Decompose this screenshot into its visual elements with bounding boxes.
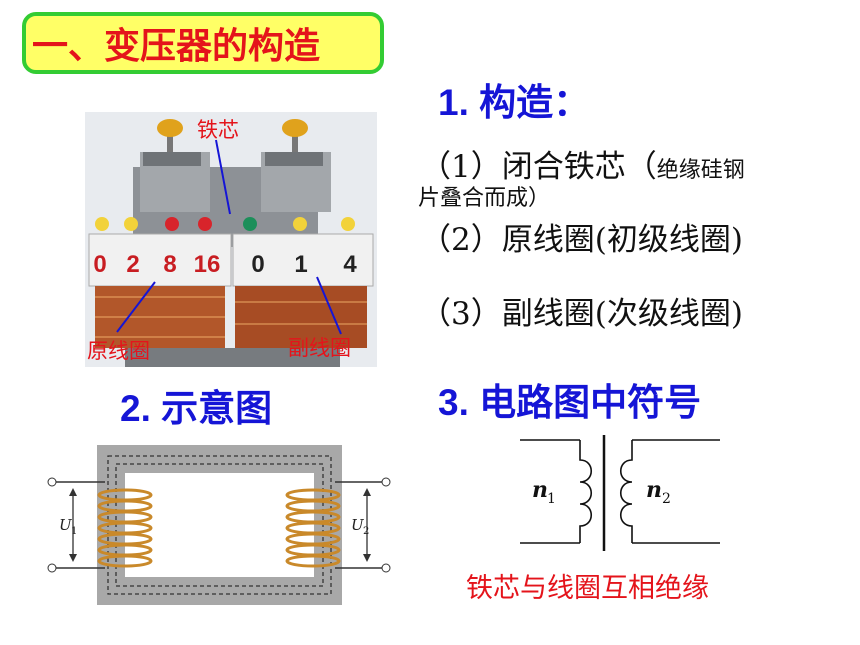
structure-item-primary: （2）原线圈(初级线圈) (420, 222, 743, 258)
adjustment-knob-left-icon (157, 119, 183, 158)
structure-item-secondary: （3）副线圈(次级线圈) (420, 296, 743, 332)
slide-title: 一、变压器的构造 (32, 26, 321, 67)
terminal-label: 1 (294, 251, 307, 278)
terminal-label: 0 (93, 251, 106, 278)
voltage-u1-label: U (59, 516, 73, 534)
structure-item-core: （1）闭合铁芯（绝缘硅钢 (420, 141, 745, 186)
voltage-u1-subscript: 1 (71, 526, 77, 537)
primary-winding-icon (579, 440, 593, 543)
structure-item-core-note-cont: 片叠合而成） (418, 186, 551, 211)
terminal-label: 2 (126, 251, 139, 278)
terminal-label: 4 (343, 251, 357, 278)
title-box (22, 12, 384, 74)
terminal-label: 16 (194, 251, 221, 278)
secondary-coil-label: 副线圈 (288, 336, 351, 360)
terminal-label: 0 (251, 251, 264, 278)
symbol-heading: 3. 电路图中符号 (438, 382, 702, 423)
n2-subscript: 2 (662, 491, 671, 507)
secondary-winding-icon (619, 440, 633, 543)
voltage-u2-subscript: 2 (363, 526, 369, 537)
structure-heading: 1. 构造： (438, 82, 591, 123)
terminal-label: 8 (163, 251, 176, 278)
primary-coil-icon (97, 488, 153, 568)
n1-subscript: 1 (547, 491, 556, 507)
schematic-heading: 2. 示意图 (120, 388, 273, 429)
adjustment-knob-right-icon (282, 119, 308, 158)
insulation-caption: 铁芯与线圈互相绝缘 (466, 573, 709, 604)
core-label: 铁芯 (197, 118, 239, 142)
secondary-coil-icon (285, 488, 341, 568)
transformer-circuit-symbol: n 1 n 2 (520, 435, 720, 551)
structure-item-core-main: （1）闭合铁芯（ (420, 149, 657, 185)
n2-label: n (646, 477, 662, 503)
transformer-schematic: U 1 U 2 (47, 445, 391, 605)
primary-coil-label: 原线圈 (87, 339, 150, 363)
transformer-photo: 0 2 8 16 0 1 4 铁芯 原线圈 副线圈 (85, 112, 377, 367)
structure-item-core-note: 绝缘硅钢 (656, 158, 745, 183)
n1-label: n (532, 477, 548, 503)
voltage-u2-label: U (351, 516, 365, 534)
